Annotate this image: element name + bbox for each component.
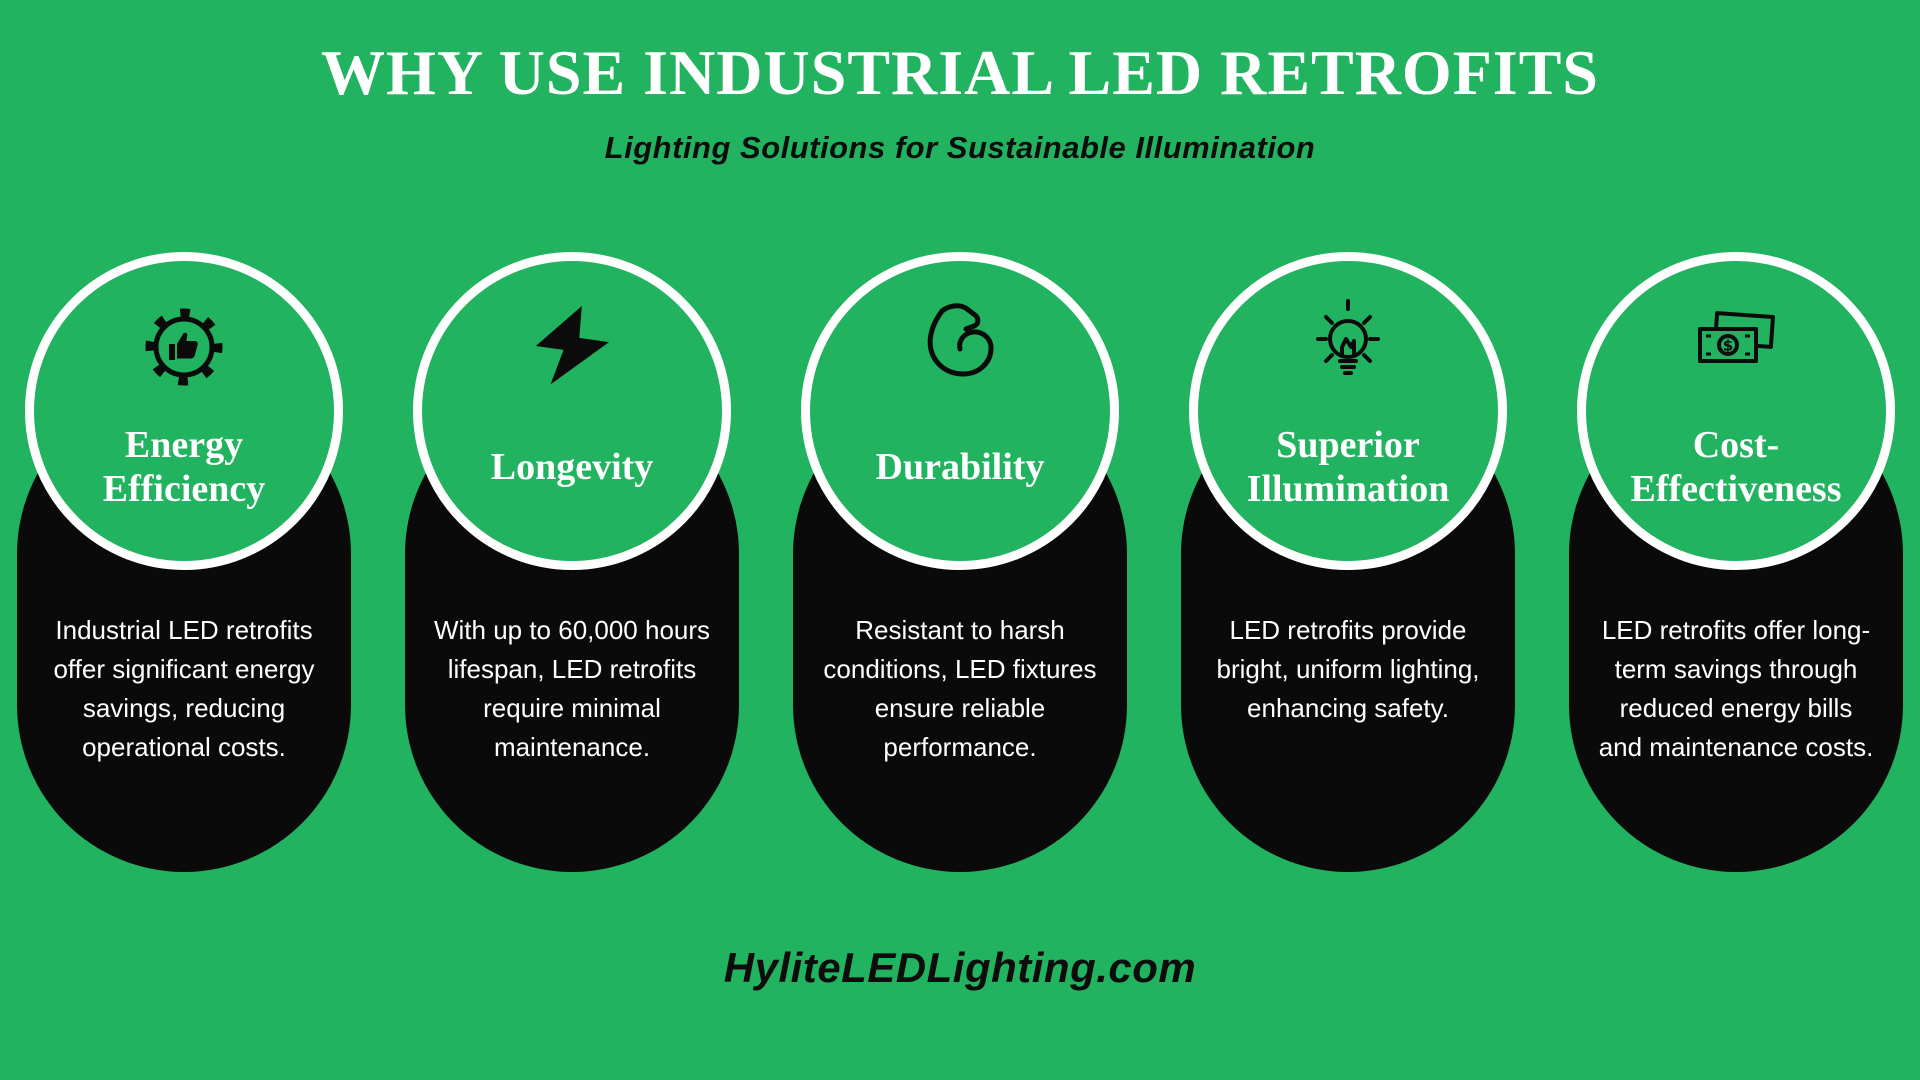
flexed-bicep-icon — [910, 297, 1010, 397]
card-energy-efficiency: Industrial LED retrofits offer significa… — [17, 252, 351, 872]
light-bulb-icon — [1298, 297, 1398, 397]
card-description: With up to 60,000 hours lifespan, LED re… — [433, 615, 711, 762]
card-durability: Resistant to harsh conditions, LED fixtu… — [793, 252, 1127, 872]
card-description: Resistant to harsh conditions, LED fixtu… — [823, 615, 1097, 762]
card-title: Superior Illumination — [1246, 424, 1450, 510]
page-subtitle: Lighting Solutions for Sustainable Illum… — [604, 130, 1316, 165]
page-title: WHY USE INDUSTRIAL LED RETROFITS — [321, 37, 1599, 108]
card-longevity: With up to 60,000 hours lifespan, LED re… — [405, 252, 739, 872]
card-circle: Superior Illumination — [1189, 252, 1507, 570]
card-title: Energy Efficiency — [102, 424, 266, 510]
card-circle: $ Cost-Effectiveness — [1577, 252, 1895, 570]
lightning-bolt-icon — [522, 297, 622, 397]
benefit-cards-row: Industrial LED retrofits offer significa… — [0, 252, 1920, 872]
card-circle: Energy Efficiency — [25, 252, 343, 570]
header: WHY USE INDUSTRIAL LED RETROFITS Lightin… — [0, 0, 1920, 166]
svg-text:$: $ — [1723, 337, 1733, 355]
card-circle: Longevity — [413, 252, 731, 570]
card-description: LED retrofits provide bright, uniform li… — [1216, 615, 1480, 723]
website-url: HyliteLEDLighting.com — [723, 944, 1197, 991]
card-title: Cost-Effectiveness — [1630, 424, 1842, 510]
card-superior-illumination: LED retrofits provide bright, uniform li… — [1181, 252, 1515, 872]
card-description: LED retrofits offer long-term savings th… — [1598, 615, 1874, 762]
card-cost-effectiveness: LED retrofits offer long-term savings th… — [1569, 252, 1903, 872]
card-title: Longevity — [490, 446, 654, 489]
card-description: Industrial LED retrofits offer significa… — [53, 615, 315, 762]
gear-thumbs-up-icon — [134, 297, 234, 397]
money-bills-icon: $ — [1686, 297, 1786, 397]
card-title: Durability — [875, 446, 1045, 489]
card-circle: Durability — [801, 252, 1119, 570]
